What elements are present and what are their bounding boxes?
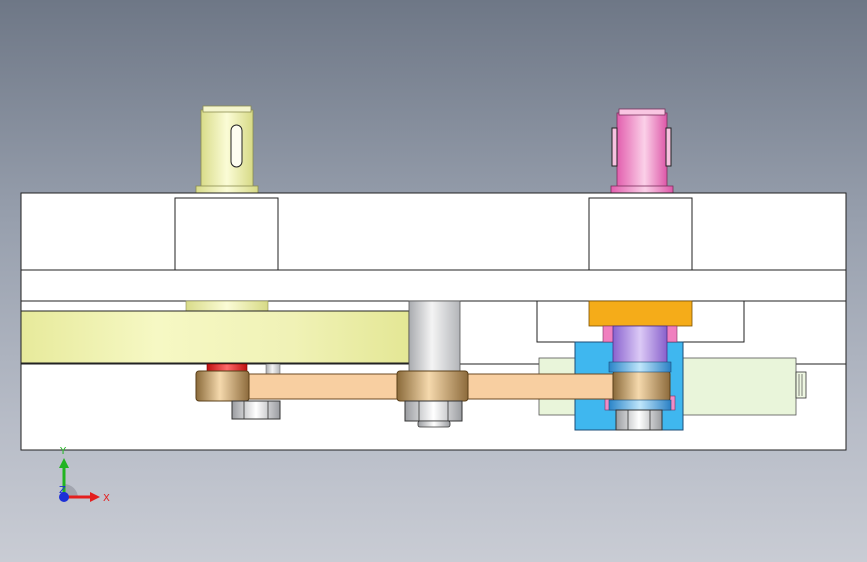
- right-nut[interactable]: [615, 409, 663, 431]
- keyway-left: [611, 127, 618, 167]
- blue-washer-top: [608, 361, 672, 373]
- left-nut[interactable]: [231, 400, 281, 420]
- coordinate-triad: Y X Z: [59, 446, 110, 504]
- keyway-slot: [230, 124, 243, 168]
- blue-washer-bottom: [608, 399, 672, 411]
- cylinder-end-fitting: [795, 371, 807, 399]
- center-shaft[interactable]: [408, 300, 461, 377]
- left-output-shaft[interactable]: [195, 105, 259, 195]
- y-axis-arrowhead: [59, 458, 69, 468]
- drive-gear[interactable]: [20, 310, 410, 364]
- right-bearing-cover[interactable]: [588, 197, 693, 271]
- z-axis-dot: [59, 492, 69, 502]
- center-bushing[interactable]: [396, 370, 469, 402]
- left-shaft-stub: [185, 300, 269, 312]
- x-axis-arrowhead: [90, 492, 100, 502]
- left-bushing[interactable]: [195, 370, 250, 402]
- x-axis-label: X: [103, 493, 110, 504]
- center-nut[interactable]: [404, 400, 463, 428]
- top-cap[interactable]: [588, 300, 693, 327]
- right-bushing[interactable]: [612, 370, 671, 402]
- z-axis-label: Z: [59, 485, 66, 496]
- right-output-shaft[interactable]: [610, 108, 674, 195]
- y-axis-label: Y: [59, 446, 67, 457]
- keyway-right: [665, 127, 672, 167]
- left-bearing-cover[interactable]: [174, 197, 279, 271]
